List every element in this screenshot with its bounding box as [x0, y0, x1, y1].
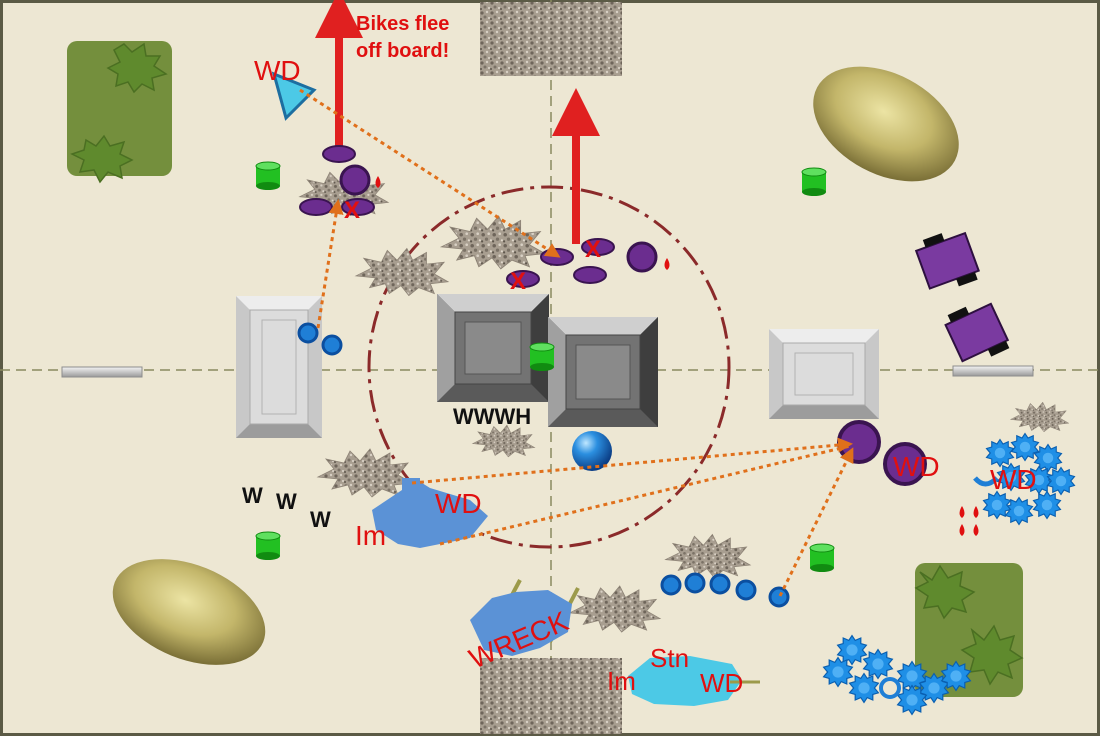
cyan-vehicle-bottom: [628, 656, 760, 706]
purple-character-right-a: [837, 420, 881, 464]
forest-top-left: [67, 41, 172, 184]
wd-label-left-vehicle: WD: [435, 488, 482, 519]
building-left: [236, 296, 322, 438]
forest-bottom-right: [914, 563, 1024, 697]
casualty-x-icon: X: [344, 197, 360, 224]
im-label-left: Im: [355, 520, 386, 551]
wound-label-2: W: [276, 489, 297, 514]
wounds-label-center: WWWH: [453, 404, 531, 429]
barricade-right: [952, 365, 1034, 377]
wd-label-right-swarm: WD: [990, 464, 1037, 495]
bikes-flee-label-line1: Bikes flee: [356, 13, 449, 35]
casualty-x-icon: X: [585, 236, 601, 263]
blue-infantry-left: [297, 322, 343, 356]
wd-label-right-unit: WD: [893, 451, 940, 482]
blue-vehicle-wreck: [470, 579, 580, 656]
barricade-left: [61, 366, 143, 378]
objective-marker-icon: [255, 161, 281, 190]
objective-marker-icon: [809, 543, 835, 572]
wound-label-3: W: [310, 507, 331, 532]
blue-orb-unit: [572, 431, 612, 471]
objective-marker-icon: [255, 531, 281, 560]
stn-label: Stn: [650, 643, 689, 673]
fire-lines: [299, 88, 854, 597]
building-center-right: [548, 317, 658, 427]
purple-bike-squad-top: [299, 145, 375, 216]
purple-vehicle-right-top: [914, 231, 980, 290]
objective-marker-icon: [801, 167, 827, 196]
building-right: [769, 329, 879, 419]
purple-vehicle-right-bottom: [944, 302, 1010, 363]
hill-top-right: [813, 66, 959, 182]
blue-swarm-right: [973, 432, 1076, 526]
rubble-strip-top: [480, 2, 622, 76]
blue-swarm-bottom: [822, 634, 972, 716]
objective-ring: [367, 185, 731, 549]
rubble-strip-bottom: [480, 658, 622, 734]
wound-label-1: W: [242, 483, 263, 508]
blood-drop-icon: [375, 176, 979, 536]
wd-label-top-left: WD: [254, 55, 301, 86]
cyan-triangle-unit: [271, 71, 317, 121]
im-label-bottom: Im: [607, 666, 636, 696]
casualty-x-icon: X: [510, 268, 526, 295]
objective-marker-icon: [529, 342, 555, 371]
purple-character-right-b: [883, 442, 927, 486]
hill-bottom-left: [112, 559, 266, 665]
bikes-flee-label-line2: off board!: [356, 40, 449, 62]
wd-label-bottom-vehicle: WD: [700, 668, 743, 698]
blue-infantry-bottom: [660, 572, 790, 608]
